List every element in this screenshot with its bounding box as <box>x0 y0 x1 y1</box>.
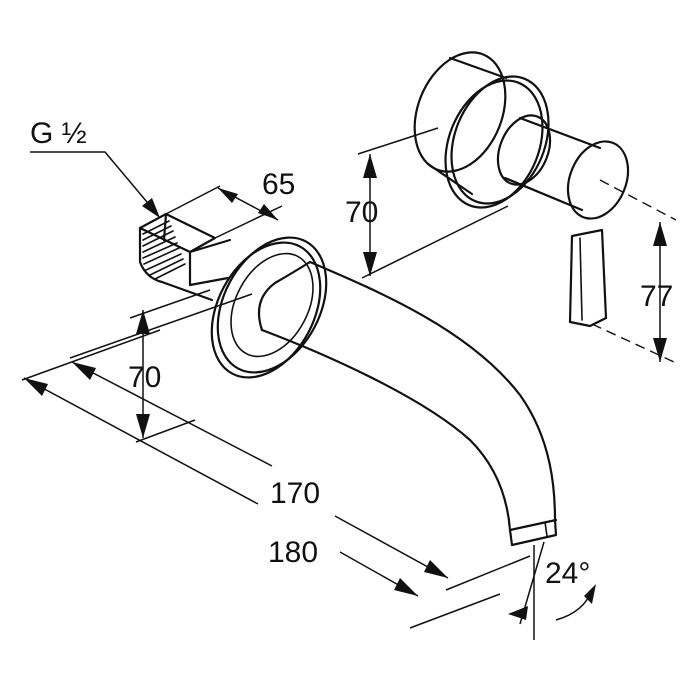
dimension-70-body: 70 <box>345 127 509 279</box>
spout-rosette <box>210 236 328 379</box>
mixer-body <box>413 51 630 328</box>
dimension-angle: 24° <box>508 541 596 640</box>
dimension-77: 77 <box>591 179 677 363</box>
spout-assembly <box>138 212 558 547</box>
label-70-body: 70 <box>345 196 378 229</box>
label-170: 170 <box>270 477 320 510</box>
label-70-spout: 70 <box>128 361 161 394</box>
label-thread: G ½ <box>30 117 87 150</box>
label-77: 77 <box>640 280 673 313</box>
spout-pipe <box>257 260 558 547</box>
dimension-180: 180 <box>21 329 501 629</box>
dimension-170: 170 <box>69 293 531 591</box>
cartridge-cylinder <box>496 114 630 220</box>
body-rosette <box>413 51 550 209</box>
threaded-connector <box>138 212 232 302</box>
dimension-thread: G ½ <box>30 117 160 218</box>
dimension-65: 65 <box>165 168 295 239</box>
label-65: 65 <box>262 168 295 201</box>
dimension-70-spout: 70 <box>128 289 211 443</box>
lever-handle <box>568 228 608 328</box>
label-angle: 24° <box>545 557 590 590</box>
label-180: 180 <box>268 536 318 569</box>
